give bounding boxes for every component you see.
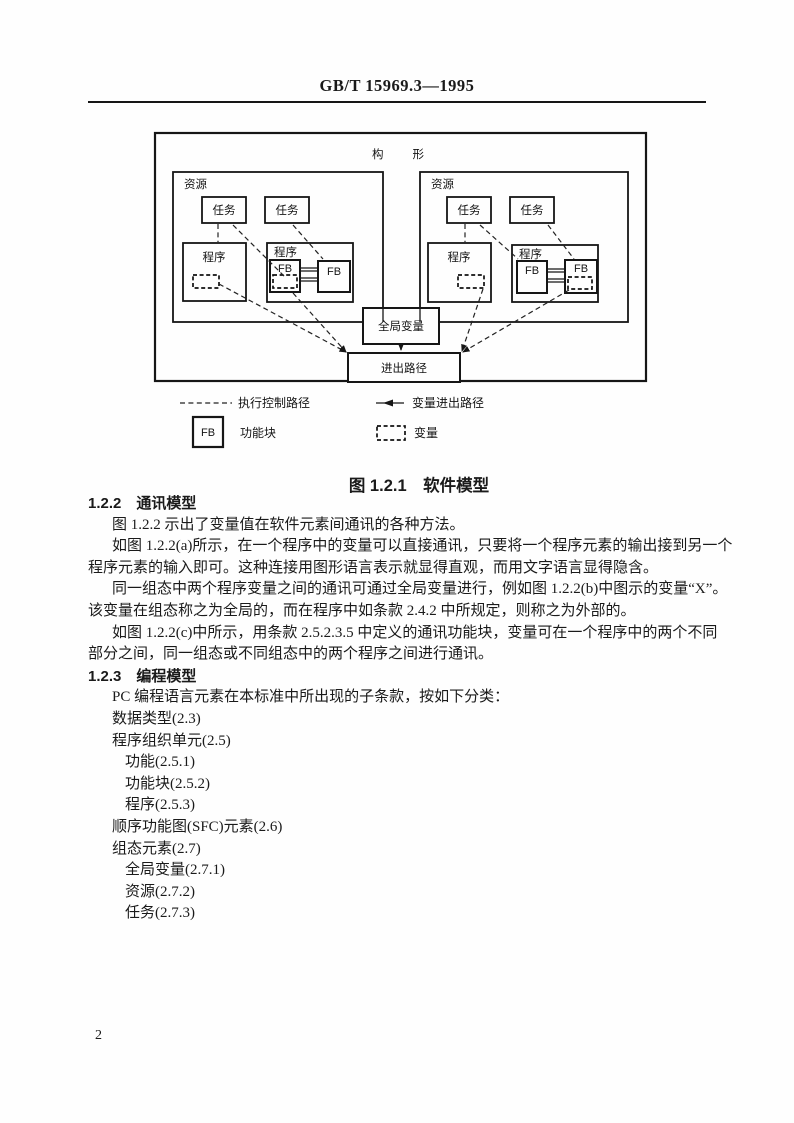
task-box-2	[264, 196, 310, 224]
section-heading-1-2-3: 1.2.3 编程模型	[88, 667, 197, 685]
list-item: 程序组织单元(2.5)	[112, 732, 231, 749]
access-paths-label: 进出路径	[381, 361, 427, 375]
body-text: 1.2.2 通讯模型 图 1.2.2 示出了变量值在软件元素间通讯的各种方法。 …	[88, 493, 733, 925]
global-variables-label: 全局变量	[378, 319, 424, 333]
fb-box-4	[564, 259, 598, 294]
page-number: 2	[95, 1028, 102, 1043]
variable-symbol-4	[567, 276, 593, 290]
variable-access-arrowhead	[383, 399, 393, 407]
fb-box-2	[317, 260, 351, 293]
paragraph-line: 程序元素的输入即可。这种连接用图形语言表示就显得直观，而用文字语言显得隐含。	[88, 559, 659, 576]
task-label-4: 任务	[521, 203, 544, 217]
variable-label: 变量	[414, 425, 438, 440]
variable-symbol-3	[457, 274, 485, 289]
list-item: 任务(2.7.3)	[125, 905, 195, 922]
fb-label-1: FB	[278, 263, 292, 275]
variable-access-path-label: 变量进出路径	[412, 395, 484, 410]
figure-legend: 执行控制路径 变量进出路径 FB 功能块 变量	[180, 395, 484, 449]
fb-legend-box	[191, 415, 225, 449]
list-item: 资源(2.7.2)	[125, 883, 195, 900]
execution-control-paths	[217, 224, 575, 278]
list-item: 功能块(2.5.2)	[125, 775, 210, 792]
program-label-2: 程序	[274, 245, 297, 259]
fb-connection-lines-left	[300, 267, 318, 282]
configuration-label: 构形	[372, 147, 453, 161]
program-box-2	[266, 242, 354, 303]
list-item: 数据类型(2.3)	[112, 710, 201, 727]
task-box-1	[201, 196, 247, 224]
variable-symbol-1	[192, 274, 220, 289]
software-model-figure: 构形 资源 任务 任务 程序 程序 FB FB 资源 任务 任务 程序	[153, 131, 648, 449]
paragraph-line: 该变量在组态称之为全局的，而在程序中如条款 2.4.2 中所规定，则称之为外部的…	[88, 602, 636, 619]
list-item: 组态元素(2.7)	[112, 840, 201, 857]
header-rule	[88, 101, 706, 103]
section-heading-1-2-2: 1.2.2 通讯模型	[88, 495, 197, 512]
fb-label-2: FB	[327, 266, 341, 278]
task-label-1: 任务	[213, 203, 236, 217]
function-block-label: 功能块	[240, 426, 276, 440]
task-box-4	[509, 196, 555, 224]
fb-connection-lines-right	[547, 268, 565, 283]
task-label-3: 任务	[458, 203, 481, 217]
paragraph-line: 同一组态中两个程序变量之间的通讯可通过全局变量进行，例如图 1.2.2(b)中图…	[112, 581, 728, 598]
resource-label-right: 资源	[431, 177, 454, 191]
list-item: 顺序功能图(SFC)元素(2.6)	[112, 818, 283, 835]
program-box-3	[427, 242, 492, 303]
list-item: 功能(2.5.1)	[125, 754, 195, 771]
task-box-3	[446, 196, 492, 224]
access-paths-box	[347, 352, 461, 383]
list-item: 程序(2.5.3)	[125, 797, 195, 814]
execution-control-path-label: 执行控制路径	[238, 395, 310, 410]
fb-box-3	[516, 260, 548, 294]
figure-caption: 图 1.2.1 软件模型	[348, 477, 490, 495]
paragraph-line: 如图 1.2.2(a)所示，在一个程序中的变量可以直接通讯，只要将一个程序元素的…	[112, 538, 733, 555]
resource-box-right	[419, 171, 629, 323]
global-variables-box	[362, 307, 440, 345]
resource-box-left	[172, 171, 384, 323]
program-box-1	[182, 242, 247, 302]
paragraph-line: 部分之间，同一组态或不同组态中的两个程序之间进行通讯。	[88, 646, 494, 663]
resource-label-left: 资源	[184, 177, 207, 191]
task-label-2: 任务	[276, 203, 299, 217]
paragraph-line: 图 1.2.2 示出了变量值在软件元素间通讯的各种方法。	[112, 516, 465, 533]
variable-symbol-2	[272, 274, 298, 289]
program-label-1: 程序	[203, 250, 226, 264]
list-item: 全局变量(2.7.1)	[125, 862, 225, 879]
variable-access-dashed-paths	[218, 283, 570, 353]
fb-label-3: FB	[525, 265, 539, 277]
fb-legend-label: FB	[201, 427, 215, 439]
paragraph-line: PC 编程语言元素在本标准中所出现的子条款，按如下分类：	[112, 689, 510, 706]
variable-legend-symbol	[376, 425, 406, 441]
paragraph-line: 如图 1.2.2(c)中所示，用条款 2.5.2.3.5 中定义的通讯功能块，变…	[112, 624, 718, 641]
fb-box-1	[269, 259, 301, 293]
standard-number: GB/T 15969.3—1995	[319, 76, 475, 95]
program-label-4: 程序	[519, 247, 542, 261]
program-label-3: 程序	[448, 250, 471, 264]
fb-label-4: FB	[574, 263, 588, 275]
